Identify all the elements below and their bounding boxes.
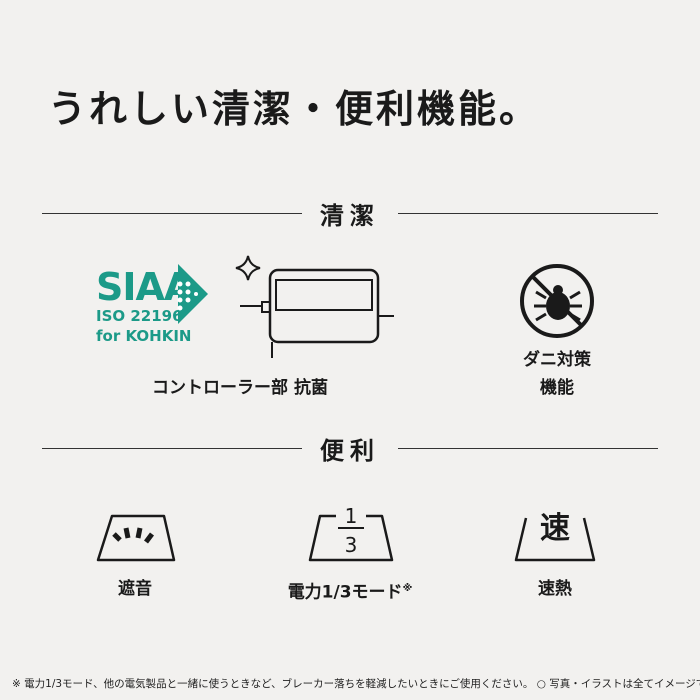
- page-title: うれしい清潔・便利機能。: [48, 87, 541, 131]
- iso-text: ISO 22196: [96, 307, 183, 325]
- divider: [398, 447, 658, 449]
- divider: [42, 447, 302, 449]
- footnote-mark: ※: [402, 583, 413, 594]
- footnote: ※ 電力1/3モード、他の電気製品と一緒に使うときなど、ブレーカー落ちを軽減した…: [12, 678, 700, 690]
- numerator: 1: [345, 504, 358, 528]
- soundproof-icon: [96, 514, 176, 562]
- siaa-logo: SIAA ISO 22196 for KOHKIN: [96, 264, 208, 346]
- mite-prohibited-icon: [520, 264, 594, 338]
- mite-label-line1: ダニ対策: [523, 350, 591, 370]
- mite-label: ダニ対策 機能: [497, 346, 617, 402]
- kohkin-text: for KOHKIN: [96, 327, 192, 345]
- fast-heat-label: 速熱: [538, 579, 572, 599]
- divider: [42, 212, 302, 214]
- section-header-clean: 清潔: [42, 198, 658, 230]
- siaa-mark-icon: [177, 264, 208, 324]
- one-third-power-icon: 1 3: [308, 504, 394, 562]
- soundproof-label: 遮音: [118, 579, 152, 599]
- controller-antibacterial-label: コントローラー部 抗菌: [152, 378, 328, 398]
- controller-icon: [235, 255, 394, 358]
- fast-glyph: 速: [540, 511, 570, 546]
- section-label: 清潔: [320, 201, 380, 230]
- one-third-mode-label: 電力1/3モード※: [260, 575, 440, 607]
- siaa-text: SIAA: [96, 265, 193, 309]
- section-label: 便利: [320, 436, 380, 465]
- fast-heat-icon: 速: [514, 511, 596, 562]
- section-header-convenience: 便利: [42, 433, 658, 465]
- denominator: 3: [345, 533, 358, 557]
- divider: [398, 212, 658, 214]
- one-third-mode-text: 電力1/3モード: [287, 582, 403, 603]
- mite-label-line2: 機能: [540, 378, 574, 398]
